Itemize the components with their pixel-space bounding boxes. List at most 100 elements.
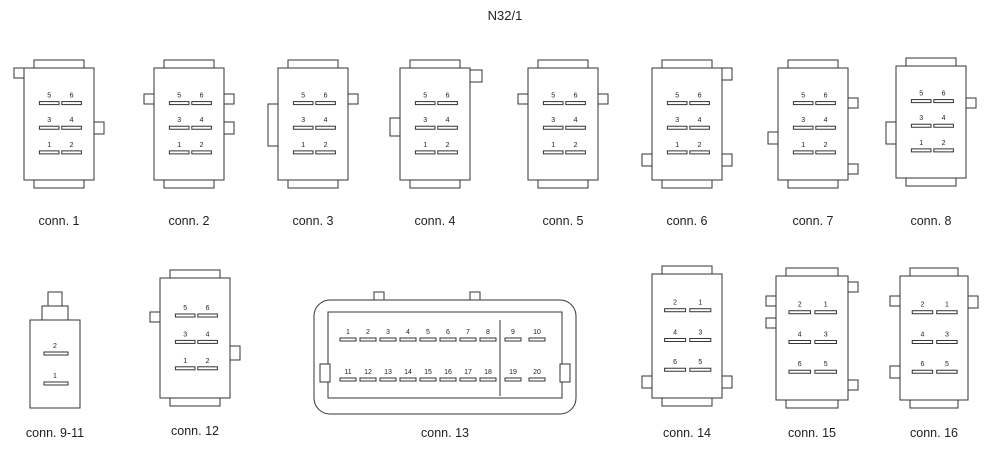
pin-contact <box>38 101 60 106</box>
connector-label: conn. 2 <box>168 214 209 228</box>
pin-number: 18 <box>484 369 492 376</box>
pin-contact <box>664 337 687 342</box>
side-key <box>641 375 653 389</box>
pin-contact <box>197 339 218 344</box>
pin-number: 1 <box>919 140 923 147</box>
pin-contact <box>664 308 687 313</box>
bottom-tab <box>287 179 339 189</box>
pin-contact <box>191 101 212 106</box>
pin-contact <box>379 377 397 382</box>
pin-contact <box>815 125 836 130</box>
pin-contact <box>528 337 546 342</box>
pin-number: 4 <box>200 117 204 124</box>
side-key <box>517 93 529 105</box>
pin-number: 2 <box>798 302 802 309</box>
bottom-tab <box>537 179 589 189</box>
pin-contact <box>292 101 314 106</box>
pin-contact <box>565 125 586 130</box>
pin-number: 5 <box>183 305 187 312</box>
bottom-tab <box>661 397 713 407</box>
pin-contact <box>339 377 357 382</box>
side-key <box>767 131 779 145</box>
pin-number: 2 <box>574 142 578 149</box>
side-key <box>267 103 279 147</box>
top-tab <box>661 59 713 69</box>
side-key <box>885 121 897 145</box>
pin-number: 3 <box>675 117 679 124</box>
pin-number: 20 <box>533 369 541 376</box>
side-key <box>847 97 859 109</box>
side-key <box>13 67 25 79</box>
pin-number: 6 <box>200 93 204 100</box>
bottom-tab <box>33 179 85 189</box>
pin-number: 1 <box>801 142 805 149</box>
side-key <box>389 117 401 137</box>
pin-contact <box>689 125 710 130</box>
pin-contact <box>911 310 934 315</box>
pin-number: 3 <box>386 329 390 336</box>
pin-number: 5 <box>426 329 430 336</box>
pin-contact <box>439 377 457 382</box>
pin-number: 1 <box>551 142 555 149</box>
top-tab <box>163 59 215 69</box>
pin-contact <box>379 337 397 342</box>
pin-number: 2 <box>206 358 210 365</box>
pin-contact <box>419 377 437 382</box>
pin-contact <box>439 337 457 342</box>
pin-contact <box>664 367 687 372</box>
pin-contact <box>911 339 934 344</box>
pin-contact <box>788 310 812 315</box>
pin-contact <box>61 150 82 155</box>
pin-contact <box>542 150 564 155</box>
side-key <box>143 93 155 105</box>
pin-contact <box>459 377 477 382</box>
pin-contact <box>814 369 837 374</box>
side-key <box>889 365 901 379</box>
top-tab <box>47 291 63 307</box>
connector-label: conn. 8 <box>910 214 951 228</box>
pin-number: 4 <box>920 331 924 338</box>
pin-number: 5 <box>301 93 305 100</box>
pin-number: 1 <box>183 358 187 365</box>
pin-contact <box>437 101 458 106</box>
pin-contact <box>168 150 190 155</box>
pin-contact <box>61 125 82 130</box>
pin-number: 5 <box>801 93 805 100</box>
pin-contact <box>437 150 458 155</box>
side-key <box>765 295 777 307</box>
connector-body <box>399 67 471 181</box>
pin-contact <box>197 366 218 371</box>
connector-label: conn. 1 <box>38 214 79 228</box>
side-key <box>223 93 235 105</box>
pin-number: 4 <box>70 117 74 124</box>
side-key <box>889 295 901 307</box>
pin-number: 3 <box>801 117 805 124</box>
pin-contact <box>168 101 190 106</box>
pin-number: 17 <box>464 369 472 376</box>
inner-frame <box>327 311 563 399</box>
top-tab <box>785 267 839 277</box>
pin-number: 3 <box>47 117 51 124</box>
pin-contact <box>437 125 458 130</box>
side-key <box>469 69 483 83</box>
pin-number: 4 <box>574 117 578 124</box>
pin-number: 3 <box>919 115 923 122</box>
pin-contact <box>414 150 436 155</box>
pin-number: 3 <box>177 117 181 124</box>
pin-number: 7 <box>466 329 470 336</box>
pin-number: 6 <box>324 93 328 100</box>
connector-label: conn. 5 <box>542 214 583 228</box>
pin-contact <box>528 377 546 382</box>
bottom-tab <box>787 179 839 189</box>
side-key <box>319 363 331 383</box>
pin-number: 3 <box>945 331 949 338</box>
connector-body <box>153 67 225 181</box>
pin-contact <box>292 150 314 155</box>
pin-number: 4 <box>446 117 450 124</box>
pin-contact <box>174 339 196 344</box>
pin-number: 1 <box>47 142 51 149</box>
